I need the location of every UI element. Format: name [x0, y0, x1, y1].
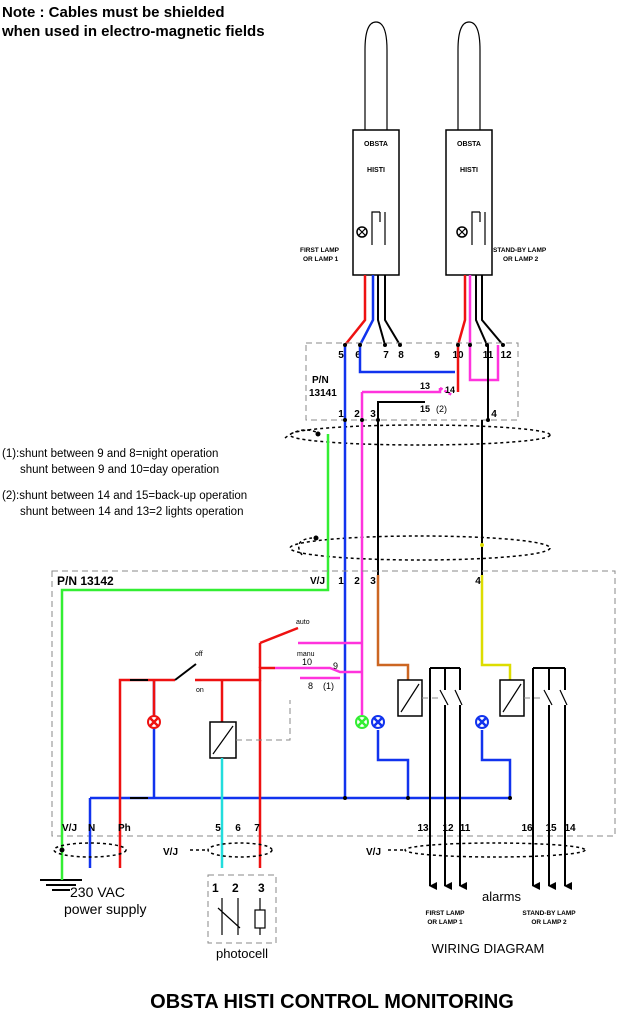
box-2-terminal-4: 4	[475, 576, 481, 587]
switch-on-label: on	[196, 687, 204, 694]
box-13142	[51, 570, 616, 837]
box-1-terminal-1: 1	[338, 409, 344, 420]
box-2-title: P/N 13142	[57, 574, 114, 588]
box-2-bottom-7: 7	[254, 823, 260, 834]
box-2-bottom-14: 14	[564, 823, 576, 834]
lamp-1-model: HISTI	[367, 167, 385, 174]
box-2-bottom-n: N	[88, 823, 95, 834]
power-supply-line-2: power supply	[64, 901, 147, 917]
terminal-5: 5	[338, 350, 344, 361]
selector-9: 9	[333, 661, 338, 671]
box-2-bottom-13: 13	[417, 823, 429, 834]
terminal-8: 8	[398, 350, 404, 361]
box-2-terminal-vj: V/J	[310, 576, 325, 587]
terminal-6: 6	[355, 350, 361, 361]
selector-10: 10	[302, 657, 312, 667]
box-2-bottom-15: 15	[545, 823, 557, 834]
lamp-2-label-2: OR LAMP 2	[503, 256, 539, 263]
alarm-2-label-1: STAND-BY LAMP	[522, 910, 576, 917]
shunt-2-mark: (2)	[436, 404, 447, 414]
shunt-2-line-2: shunt between 14 and 13=2 lights operati…	[20, 506, 243, 518]
lamp-1-label-1: FIRST LAMP	[300, 247, 340, 254]
photocell-box	[207, 874, 277, 944]
switch-manu-label: manu	[297, 651, 315, 658]
box-2-bottom-11: 11	[460, 823, 471, 834]
box-2-bottom-vj: V/J	[62, 823, 77, 834]
alarm-1-label-1: FIRST LAMP	[426, 910, 466, 917]
box-2-bottom-ph: Ph	[118, 823, 131, 834]
box-13141	[305, 342, 519, 421]
box-2-bottom-6: 6	[235, 823, 241, 834]
switch-off-label: off	[195, 651, 203, 658]
selector-8: 8	[308, 681, 313, 691]
wiring-diagram-label: WIRING DIAGRAM	[432, 941, 545, 956]
box-1-terminal-3: 3	[370, 409, 376, 420]
power-supply-line-1: 230 VAC	[70, 884, 125, 900]
lamp-2-brand: OBSTA	[457, 141, 481, 148]
box-2-terminal-2: 2	[354, 576, 360, 587]
shunt-1-line-1: (1):shunt between 9 and 8=night operatio…	[2, 448, 218, 460]
alarms-label: alarms	[482, 889, 522, 904]
selector-mark: (1)	[323, 681, 334, 691]
photocell-label: photocell	[216, 946, 268, 961]
box-2-bottom-12: 12	[442, 823, 454, 834]
photocell-terminal-2: 2	[232, 881, 239, 895]
terminal-13-box1: 13	[420, 381, 430, 391]
terminal-15-box1: 15	[420, 404, 430, 414]
terminal-9: 9	[434, 350, 440, 361]
terminal-12: 12	[500, 350, 512, 361]
box-2-terminal-1: 1	[338, 576, 344, 587]
lamp-1: OBSTA HISTI FIRST LAMP OR LAMP 1	[300, 21, 400, 276]
switch-auto-label: auto	[296, 619, 310, 626]
vj-label-photocell: V/J	[163, 847, 178, 858]
box-1-pn: P/N	[312, 375, 329, 386]
box-2-bottom-16: 16	[521, 823, 533, 834]
box-1-terminal-2: 2	[354, 409, 360, 420]
lamp-1-label-2: OR LAMP 1	[303, 256, 339, 263]
lamp-2-label-1: STAND-BY LAMP	[493, 247, 547, 254]
note-line-2: when used in electro-magnetic fields	[1, 23, 265, 40]
box-2-terminal-3: 3	[370, 576, 376, 587]
lamp-2-model: HISTI	[460, 167, 478, 174]
box-1-pn-number: 13141	[309, 388, 337, 399]
shunt-2-line-1: (2):shunt between 14 and 15=back-up oper…	[2, 490, 247, 502]
lamp-1-brand: OBSTA	[364, 141, 388, 148]
lamp-2: OBSTA HISTI STAND-BY LAMP OR LAMP 2	[445, 21, 547, 276]
photocell-terminal-1: 1	[212, 881, 219, 895]
terminal-7: 7	[383, 350, 389, 361]
box-2-bottom-5: 5	[215, 823, 221, 834]
shunt-1-line-2: shunt between 9 and 10=day operation	[20, 464, 219, 476]
box-1-top-terminals: 5 6 7 8 9 10 11 12	[338, 350, 512, 361]
alarm-1-label-2: OR LAMP 1	[427, 919, 463, 926]
terminal-14-box1: 14	[445, 385, 455, 395]
vj-label-alarms: V/J	[366, 847, 381, 858]
alarm-2-label-2: OR LAMP 2	[531, 919, 567, 926]
photocell-terminal-3: 3	[258, 881, 265, 895]
note-line-1: Note : Cables must be shielded	[2, 4, 225, 21]
main-title: OBSTA HISTI CONTROL MONITORING	[150, 991, 514, 1013]
box-1-terminal-4: 4	[491, 409, 497, 420]
